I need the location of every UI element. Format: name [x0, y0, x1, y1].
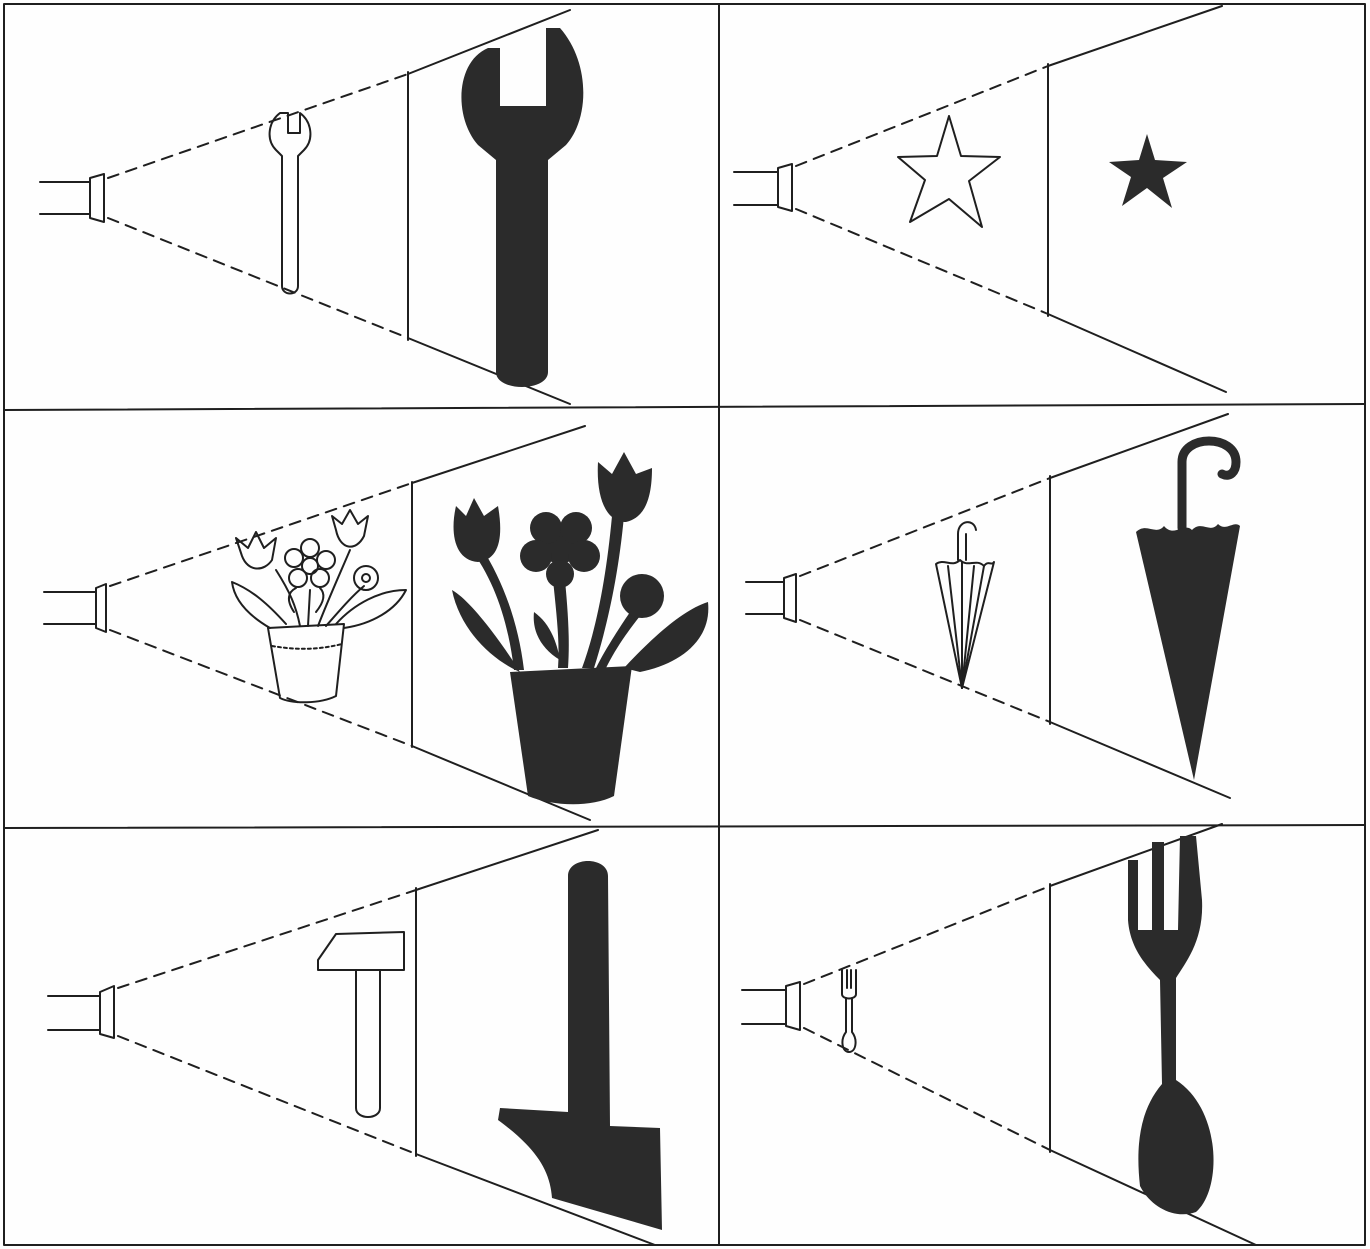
hammer-shadow-icon [498, 861, 662, 1230]
fork-shadow-icon [1128, 836, 1214, 1214]
hammer-icon [318, 932, 404, 1117]
wall-top-edge [1048, 6, 1222, 66]
flower-pot-icon [232, 510, 406, 702]
wall-top-edge [412, 426, 585, 483]
fork-icon [842, 970, 856, 1052]
star-icon [898, 116, 1000, 227]
wall-bottom-edge [1050, 722, 1230, 798]
star-shadow-icon [1109, 134, 1187, 208]
wrench-icon [270, 113, 311, 294]
wall-bottom-edge [1048, 314, 1226, 392]
umbrella-icon [936, 522, 994, 688]
light-beam [118, 890, 416, 1154]
light-beam [804, 886, 1050, 1150]
flashlight-icon [40, 174, 104, 222]
flashlight-icon [746, 574, 796, 622]
flower-pot-shadow-icon [452, 452, 708, 804]
flashlight-icon [734, 164, 792, 211]
light-beam [108, 74, 408, 338]
umbrella-shadow-icon [1136, 441, 1240, 780]
flashlight-icon [742, 982, 800, 1030]
flashlight-icon [48, 986, 114, 1038]
panel-star [734, 6, 1226, 392]
wrench-shadow-icon [461, 28, 583, 387]
flashlight-icon [44, 584, 106, 632]
light-beam [800, 478, 1050, 722]
